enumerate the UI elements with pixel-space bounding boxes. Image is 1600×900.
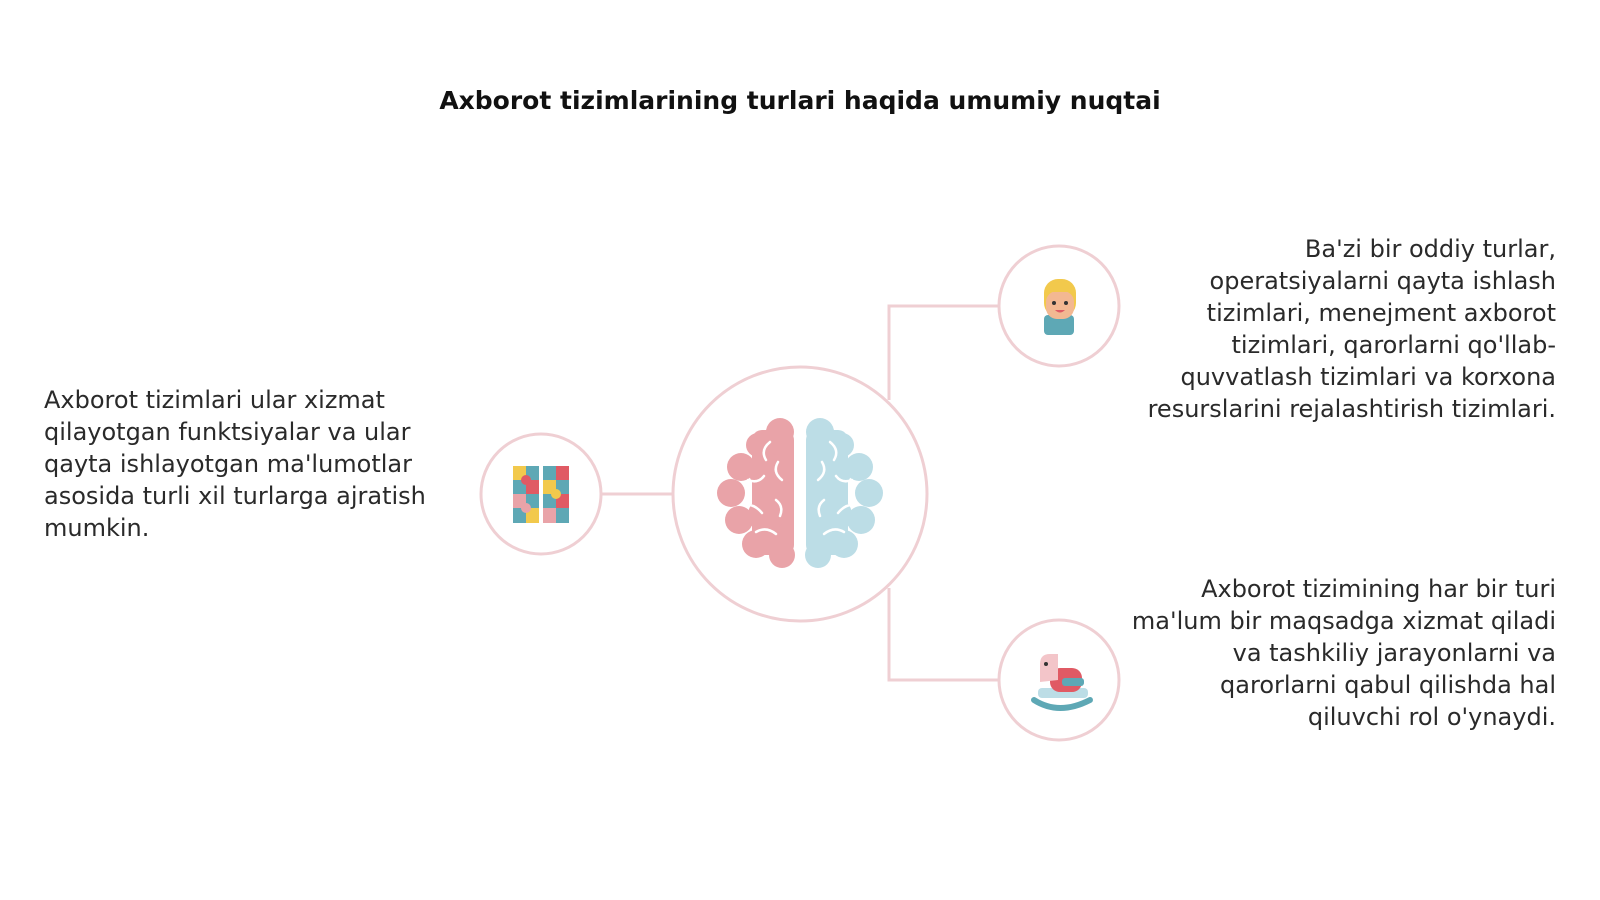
rocking-horse-icon bbox=[1031, 654, 1093, 711]
connector-right-top bbox=[887, 304, 998, 400]
connectors bbox=[601, 304, 998, 682]
right-top-node-text: Ba'zi bir oddiy turlar, operatsiyalarni … bbox=[1147, 235, 1556, 423]
connector-right-bottom bbox=[887, 588, 998, 682]
brain-icon bbox=[717, 418, 883, 568]
left-node-text: Axborot tizimlari ular xizmat qilayotgan… bbox=[44, 386, 426, 542]
left-node-ring bbox=[479, 432, 603, 556]
slide-title: Axborot tizimlarining turlari haqida umu… bbox=[439, 86, 1161, 115]
child-face-icon bbox=[1044, 279, 1076, 335]
puzzle-blocks-icon bbox=[513, 466, 569, 523]
right-bottom-node-text: Axborot tizimining har bir turi ma'lum b… bbox=[1131, 575, 1556, 731]
